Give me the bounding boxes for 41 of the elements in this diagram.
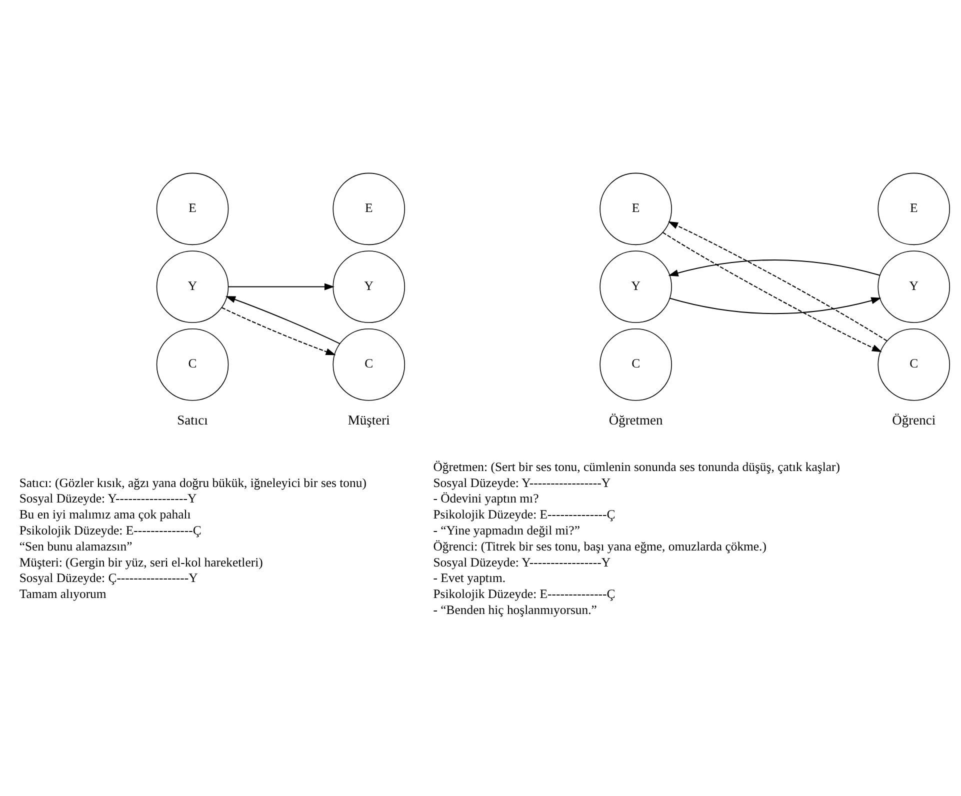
label: Müşteri: (Gergin bir yüz, seri el-kol hareketleri) [19,555,263,570]
node-circle: C [156,328,229,401]
label: Sosyal Düzeyde: Y-----------------Y [19,492,197,506]
label: Müşteri [348,412,390,428]
label: Sosyal Düzeyde: Y-----------------Y [433,555,611,570]
node-circle: C [878,328,950,401]
arrow [670,297,882,314]
arrow [222,307,336,356]
node-circle: E [878,172,950,246]
arrow [668,259,880,276]
arrow [668,221,888,342]
label: Psikolojik Düzeyde: E--------------Ç [433,587,616,602]
label: Tamam alıyorum [19,587,106,602]
node-circle: Y [878,250,950,323]
label: Satıcı: (Gözler kısık, ağzı yana doğru bükük, iğneleyici bir ses tonu) [19,476,366,490]
node-circle: C [600,328,672,401]
label: Öğrenci [892,412,936,428]
node-circle: E [332,172,406,246]
label: Sosyal Düzeyde: Ç-----------------Y [19,571,198,586]
label: Psikolojik Düzeyde: E--------------Ç [19,523,202,538]
label: Sosyal Düzeyde: Y-----------------Y [433,476,611,490]
label: Öğretmen [608,412,663,428]
label: Öğretmen: (Sert bir ses tonu, cümlenin sonunda ses tonunda düşüş, çatık kaşlar) [433,460,840,474]
label: Psikolojik Düzeyde: E--------------Ç [433,508,616,522]
node-circle: Y [156,250,229,323]
label: Satıcı [177,412,208,428]
arrow [228,283,334,290]
label: - Evet yaptım. [433,571,506,586]
label: “Sen bunu alamazsın” [19,539,132,554]
label: - “Benden hiç hoşlanmıyorsun.” [433,602,597,617]
label: - “Yine yapmadın değil mi?” [433,523,580,538]
arrow [225,296,340,344]
node-circle: E [156,172,229,246]
arrow [662,232,882,352]
label: - Ödevini yaptın mı? [433,492,539,506]
label: Bu en iyi malımız ama çok pahalı [19,508,191,522]
label: Öğrenci: (Titrek bir ses tonu, başı yana eğme, omuzlarda çökme.) [433,539,766,554]
node-circle: E [600,172,672,246]
node-circle: Y [332,250,406,323]
node-circle: C [332,328,406,401]
node-circle: Y [600,250,672,323]
